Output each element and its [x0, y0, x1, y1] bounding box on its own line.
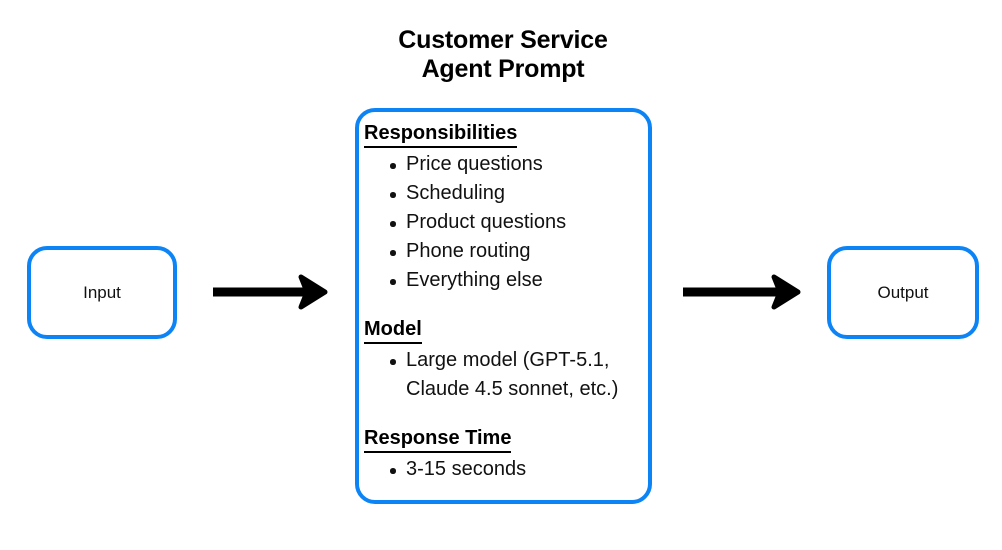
list-item: 3-15 seconds — [364, 455, 644, 484]
list-item: Product questions — [364, 208, 644, 237]
section-model: Model Large model (GPT-5.1, Claude 4.5 s… — [364, 317, 644, 404]
section-heading-response-time: Response Time — [364, 426, 512, 453]
arrow-head — [771, 274, 801, 310]
section-responsibilities: Responsibilities Price questions Schedul… — [364, 121, 644, 295]
section-response-time: Response Time 3-15 seconds — [364, 426, 644, 484]
list-item: Scheduling — [364, 179, 644, 208]
prompt-card-content: Responsibilities Price questions Schedul… — [364, 121, 644, 484]
list-item: Phone routing — [364, 237, 644, 266]
arrow-prompt-to-output — [675, 269, 802, 315]
response-time-list: 3-15 seconds — [364, 455, 644, 484]
list-item: Large model (GPT-5.1, Claude 4.5 sonnet,… — [364, 346, 644, 404]
arrow-head — [298, 274, 328, 310]
list-item: Price questions — [364, 150, 644, 179]
arrow-input-to-prompt — [205, 269, 329, 315]
output-node[interactable]: Output — [827, 246, 979, 339]
input-node-label: Input — [83, 283, 121, 302]
diagram-title: Customer Service Agent Prompt — [398, 26, 608, 83]
prompt-card[interactable]: Responsibilities Price questions Schedul… — [355, 108, 652, 504]
list-item: Everything else — [364, 266, 644, 295]
input-node[interactable]: Input — [27, 246, 177, 339]
output-node-label: Output — [877, 283, 929, 302]
section-heading-model: Model — [364, 317, 422, 344]
model-list: Large model (GPT-5.1, Claude 4.5 sonnet,… — [364, 346, 644, 404]
section-heading-responsibilities: Responsibilities — [364, 121, 518, 148]
responsibilities-list: Price questions Scheduling Product quest… — [364, 150, 644, 295]
